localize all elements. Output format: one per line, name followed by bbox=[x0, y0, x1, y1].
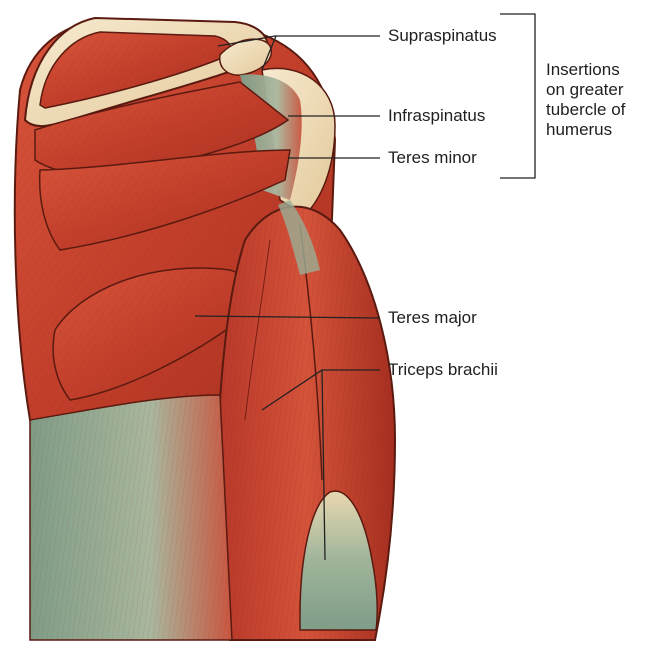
bracket-note-line1: Insertions bbox=[546, 60, 620, 79]
bracket-note-line4: humerus bbox=[546, 120, 612, 139]
bracket-note-line2: on greater bbox=[546, 80, 624, 99]
teres-minor-label: Teres minor bbox=[388, 148, 477, 168]
teres-major-label: Teres major bbox=[388, 308, 477, 328]
supraspinatus-label: Supraspinatus bbox=[388, 26, 497, 46]
bracket-note-line3: tubercle of bbox=[546, 100, 625, 119]
triceps-brachii-label: Triceps brachii bbox=[388, 360, 498, 380]
infraspinatus-label: Infraspinatus bbox=[388, 106, 485, 126]
